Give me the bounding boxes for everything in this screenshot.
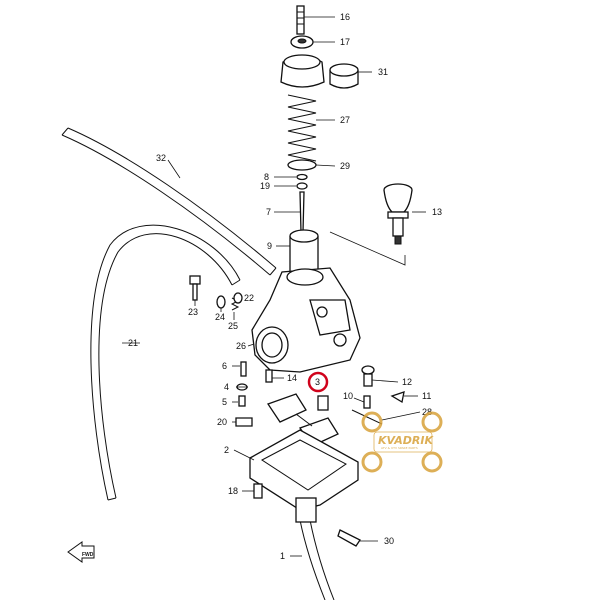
float-20	[235, 417, 253, 427]
callout-23: 23	[188, 307, 198, 317]
hose-21	[90, 224, 241, 501]
jet-6	[240, 361, 247, 377]
choke-13	[383, 183, 413, 245]
callout-9: 9	[267, 241, 272, 251]
nut-17	[290, 35, 314, 49]
clip-29	[287, 159, 317, 171]
callout-20: 20	[217, 417, 227, 427]
screw-16	[296, 5, 305, 35]
callout-4: 4	[224, 382, 229, 392]
fwd-label: FWD	[82, 552, 94, 558]
carburetor-body	[251, 267, 361, 373]
jet-10	[363, 395, 371, 409]
choke-bracket	[329, 231, 406, 266]
logo-brand: KVADRIK	[378, 434, 434, 447]
cap-31	[329, 63, 359, 89]
callout-25: 25	[228, 321, 238, 331]
callout-13: 13	[432, 207, 442, 217]
screw-30	[337, 529, 361, 547]
float-bowl-2	[249, 429, 359, 523]
callout-10: 10	[343, 391, 353, 401]
callout-22: 22	[244, 293, 254, 303]
hose-32	[61, 127, 277, 276]
callout-7: 7	[266, 207, 271, 217]
callout-17: 17	[340, 37, 350, 47]
screw-12	[361, 365, 375, 387]
callout-26: 26	[236, 341, 246, 351]
highlight-ring	[307, 371, 329, 393]
plug-14	[265, 369, 273, 383]
callout-18: 18	[228, 486, 238, 496]
callout-8: 8	[264, 172, 269, 182]
jet-5	[238, 395, 246, 407]
part-22	[233, 292, 243, 304]
callout-21: 21	[128, 338, 138, 348]
callout-30: 30	[384, 536, 394, 546]
logo-tagline: ATV & UTV SPARE PARTS	[381, 446, 418, 450]
callout-11: 11	[422, 391, 431, 401]
callout-5: 5	[222, 397, 227, 407]
callout-14: 14	[287, 373, 297, 383]
callout-labels: 16 17 31 27 8 29 19 7 13 32 9 22 23 24 2…	[128, 12, 442, 561]
callout-6: 6	[222, 361, 227, 371]
screw-23	[189, 275, 201, 301]
clip-8	[296, 173, 308, 181]
clip-11	[390, 391, 405, 404]
callout-3: 3	[315, 377, 320, 387]
callout-29: 29	[340, 161, 350, 171]
callout-16: 16	[340, 12, 350, 22]
hose-1	[299, 519, 335, 600]
washer-19	[296, 182, 308, 190]
callout-31: 31	[378, 67, 388, 77]
callout-12: 12	[402, 377, 412, 387]
callout-27: 27	[340, 115, 350, 125]
callout-2: 2	[224, 445, 229, 455]
screw-18	[253, 483, 263, 499]
washer-24	[216, 295, 226, 309]
callout-28: 28	[422, 407, 432, 417]
callout-24: 24	[215, 312, 225, 322]
fwd-arrow: FWD	[67, 541, 95, 563]
leader-lines	[122, 16, 426, 557]
kvadrik-logo: KVADRIK ATV & UTV SPARE PARTS	[361, 411, 443, 473]
callout-1: 1	[280, 551, 285, 561]
callout-32: 32	[156, 153, 166, 163]
spring-27	[287, 94, 317, 162]
pin-28	[351, 409, 383, 425]
cap-top	[280, 54, 325, 88]
callout-19: 19	[260, 181, 270, 191]
